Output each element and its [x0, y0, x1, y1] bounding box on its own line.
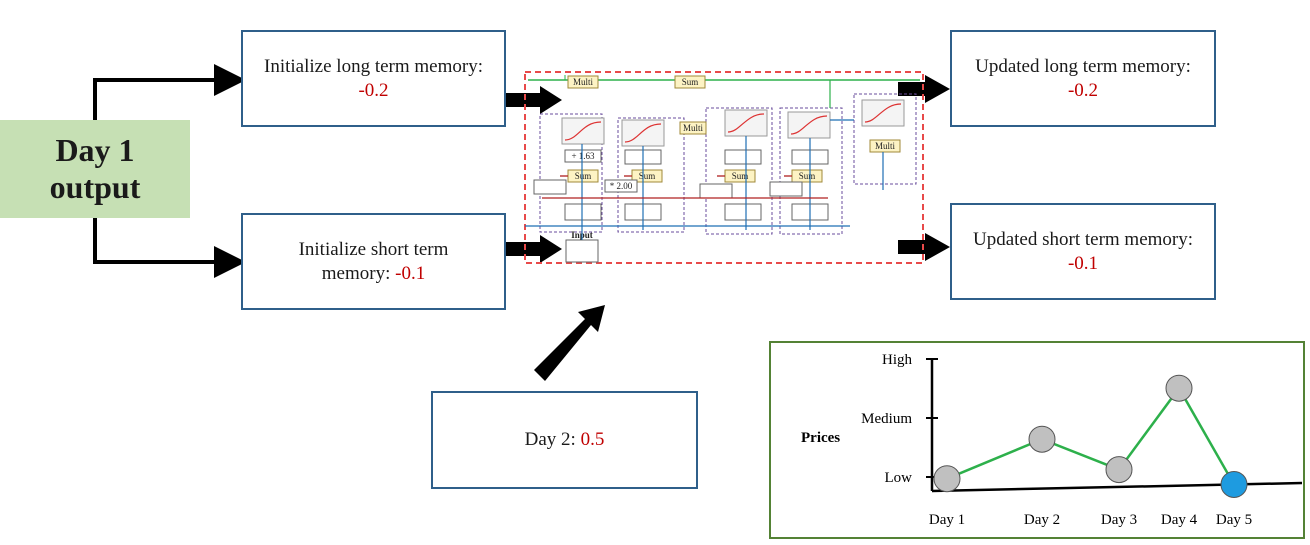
- x-tick-label: Day 2: [1024, 512, 1060, 528]
- multi-node-1: Multi: [573, 77, 594, 87]
- day2-label: Day 2:: [524, 429, 581, 451]
- input-gate-region: [617, 117, 685, 233]
- output-update-region: [853, 93, 917, 185]
- short-term-updated-value: -0.1: [1067, 252, 1099, 274]
- long-term-updated-box: Updated long term memory: -0.2: [950, 30, 1216, 127]
- short-term-updated-box: Updated short term memory: -0.1: [950, 203, 1216, 300]
- output-gate-region: [779, 107, 843, 235]
- weight-label: * 2.00: [610, 181, 633, 191]
- bias-label: + 1.63: [571, 151, 595, 161]
- sum-node-3: Sum: [732, 171, 749, 181]
- long-term-init-label: Initialize long term memory:: [264, 55, 483, 77]
- x-tick-label: Day 1: [929, 512, 965, 528]
- y-tick-label: Medium: [861, 411, 912, 427]
- sum-node-top: Sum: [682, 77, 699, 87]
- data-point: [933, 465, 961, 493]
- y-tick-label: Low: [885, 470, 913, 486]
- x-tick-label: Day 5: [1216, 512, 1252, 528]
- x-tick-label: Day 3: [1101, 512, 1137, 528]
- sum-node-2: Sum: [639, 171, 656, 181]
- candidate-region: [705, 107, 773, 235]
- lstm-outline: [524, 71, 924, 264]
- day1-subtitle: output: [49, 169, 141, 205]
- sum-node-1: Sum: [575, 171, 592, 181]
- lstm-diagram: Multi Sum Multi Multi Sum Sum Sum Sum + …: [524, 71, 924, 264]
- block-arrow-long-in: [505, 86, 562, 114]
- data-point: [1028, 425, 1056, 453]
- arrow-to-long-init: [93, 64, 246, 120]
- long-term-init-value: -0.2: [358, 79, 389, 101]
- data-point: [1105, 456, 1133, 484]
- short-term-init-value: -0.1: [395, 262, 426, 284]
- data-point: [1220, 470, 1248, 498]
- block-arrow-short-in: [505, 235, 562, 263]
- chart-ylabel: Prices: [801, 430, 840, 446]
- price-series-line: [946, 385, 1236, 486]
- long-term-init-box: Initialize long term memory: -0.2: [241, 30, 506, 127]
- y-tick-label: High: [882, 352, 913, 368]
- short-term-init-label-b: memory:: [321, 262, 396, 284]
- short-term-init-box: Initialize short term memory: -0.1: [241, 213, 506, 310]
- x-tick-label: Day 4: [1161, 512, 1198, 528]
- arrow-to-short-init: [93, 218, 246, 278]
- multi-node-3: Multi: [875, 141, 896, 151]
- long-term-updated-value: -0.2: [1067, 79, 1099, 101]
- forget-gate-region: [539, 113, 603, 233]
- short-term-init-label-a: Initialize short term: [298, 238, 449, 260]
- day2-input-box: Day 2: 0.5: [431, 391, 698, 489]
- day1-title: Day 1: [55, 132, 135, 169]
- short-term-updated-label: Updated short term memory:: [972, 228, 1194, 250]
- day2-value: 0.5: [580, 429, 605, 451]
- long-term-updated-label: Updated long term memory:: [975, 55, 1191, 77]
- data-point: [1165, 374, 1193, 402]
- multi-node-2: Multi: [683, 123, 704, 133]
- day1-output-box: Day 1 output: [0, 120, 190, 218]
- block-arrow-day2-in: [534, 305, 605, 381]
- sum-node-4: Sum: [799, 171, 816, 181]
